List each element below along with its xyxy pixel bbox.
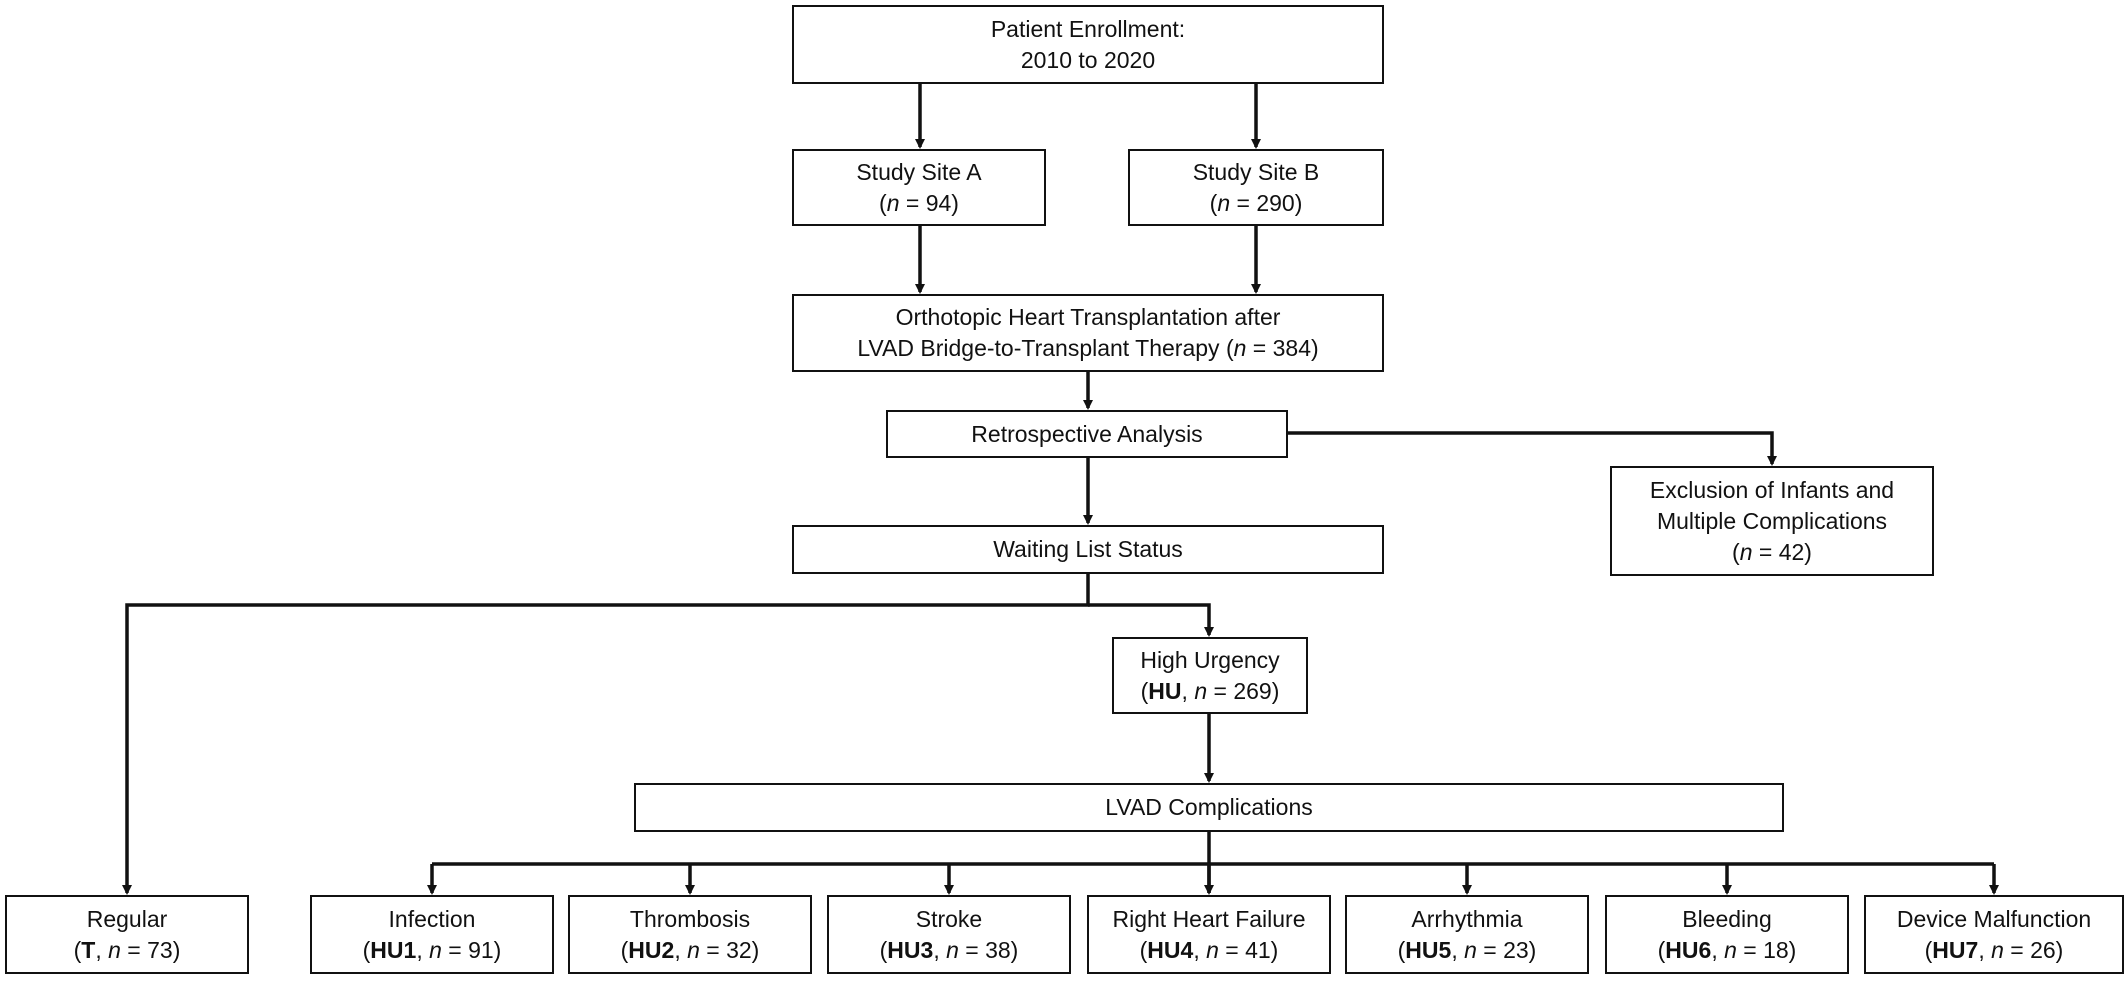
transplant-line2: LVAD Bridge-to-Transplant Therapy (n = 3… [857,335,1319,361]
group-box-infection: Infection (HU1, n = 91) [310,895,554,974]
high-urgency-title: High Urgency [1140,646,1280,673]
group-count: (HU5, n = 23) [1397,936,1537,963]
exclusion-count: (n = 42) [1732,538,1812,565]
group-box-arrhythmia: Arrhythmia (HU5, n = 23) [1345,895,1589,974]
group-count: (HU3, n = 38) [879,936,1019,963]
complications-label: LVAD Complications [1105,794,1313,820]
group-box-thrombosis: Thrombosis (HU2, n = 32) [568,895,812,974]
retrospective-label: Retrospective Analysis [971,420,1203,447]
high-urgency-box: High Urgency (HU, n = 269) [1112,637,1308,714]
exclusion-line2: Multiple Complications [1656,507,1888,534]
group-box-bleeding: Bleeding (HU6, n = 18) [1605,895,1849,974]
group-name: Thrombosis [629,905,751,932]
group-count: (HU7, n = 26) [1924,936,2064,963]
site-b-box: Study Site B (n = 290) [1128,149,1384,226]
exclusion-line1: Exclusion of Infants and [1649,476,1895,503]
group-box-right-heart-failure: Right Heart Failure (HU4, n = 41) [1087,895,1331,974]
group-box-stroke: Stroke (HU3, n = 38) [827,895,1071,974]
group-name: Right Heart Failure [1112,905,1306,932]
group-count: (T, n = 73) [73,936,181,963]
transplant-box: Orthotopic Heart Transplantation after L… [792,294,1384,372]
group-name: Infection [388,905,476,932]
group-box-device-malfunction: Device Malfunction (HU7, n = 26) [1864,895,2124,974]
group-name: Device Malfunction [1896,905,2092,932]
group-name: Stroke [915,905,983,932]
site-b-count: (n = 290) [1209,189,1303,216]
site-a-count: (n = 94) [879,189,959,216]
high-urgency-count: (HU, n = 269) [1140,677,1280,704]
arrow-retrospective-exclusion [1288,431,1777,466]
group-count: (HU4, n = 41) [1139,936,1279,963]
group-name: Regular [86,905,168,932]
transplant-line1: Orthotopic Heart Transplantation after [895,304,1281,330]
retrospective-box: Retrospective Analysis [886,410,1288,458]
arrow-waiting-regular [122,574,1090,895]
enrollment-box: Patient Enrollment: 2010 to 2020 [792,5,1384,84]
site-b-name: Study Site B [1192,158,1320,185]
waiting-box: Waiting List Status [792,525,1384,574]
enrollment-title: Patient Enrollment: [990,15,1186,42]
enrollment-period: 2010 to 2020 [1020,46,1156,73]
site-a-name: Study Site A [856,158,982,185]
group-name: Bleeding [1682,905,1772,932]
waiting-label: Waiting List Status [993,536,1183,562]
site-a-box: Study Site A (n = 94) [792,149,1046,226]
arrow-waiting-high-urgency [1088,603,1214,637]
group-count: (HU1, n = 91) [362,936,502,963]
group-name: Arrhythmia [1411,905,1523,932]
complications-box: LVAD Complications [634,783,1784,832]
group-box-regular: Regular (T, n = 73) [5,895,249,974]
group-count: (HU6, n = 18) [1657,936,1797,963]
exclusion-box: Exclusion of Infants and Multiple Compli… [1610,466,1934,576]
group-count: (HU2, n = 32) [620,936,760,963]
